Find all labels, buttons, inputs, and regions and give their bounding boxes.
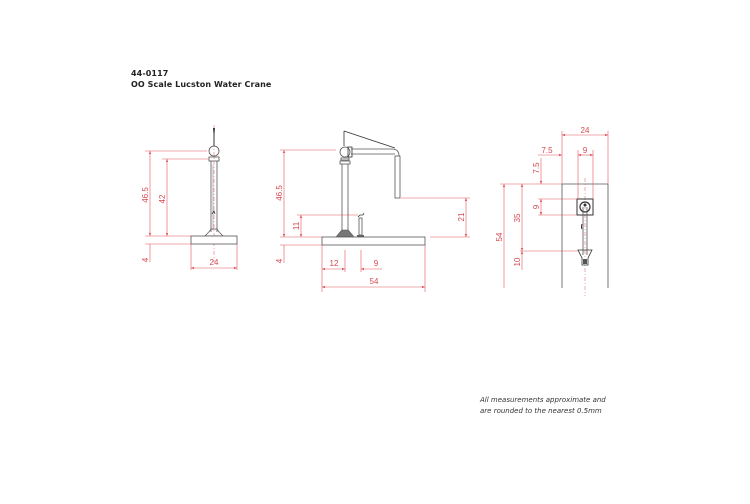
title-block: 44-0117 OO Scale Lucston Water Crane <box>131 68 271 90</box>
side-base-width-dim: 24 <box>210 258 219 267</box>
plan-top-offset-dim: 7.5 <box>532 162 541 174</box>
side-height-dim: 46.5 <box>141 187 150 203</box>
side-view: 46.5 42 4 24 <box>141 125 238 270</box>
plan-width-dim: 24 <box>581 126 590 135</box>
product-name: OO Scale Lucston Water Crane <box>131 80 272 89</box>
front-base-length-dim: 54 <box>370 277 379 286</box>
plan-pivot-depth-dim: 9 <box>532 204 541 209</box>
front-lever-height-dim: 11 <box>292 221 301 230</box>
plan-pivot-width-dim: 9 <box>583 146 588 155</box>
plan-end-depth-dim: 10 <box>513 257 522 266</box>
side-column-dim: 42 <box>158 194 167 203</box>
front-column-offset-dim: 12 <box>330 259 339 268</box>
plan-length-dim: 54 <box>495 232 504 241</box>
front-height-dim: 46.5 <box>275 185 284 201</box>
measurement-note: All measurements approximate and are rou… <box>480 395 606 417</box>
front-lever-offset-dim: 9 <box>374 259 379 268</box>
plan-left-offset-dim: 7.5 <box>541 146 553 155</box>
note-line-2: are rounded to the nearest 0.5mm <box>480 407 602 415</box>
plan-view: 24 7.5 9 7.5 54 35 9 10 <box>495 126 609 296</box>
part-number: 44-0117 <box>131 69 169 78</box>
side-base-thickness-dim: 4 <box>141 257 150 262</box>
front-view: 46.5 11 21 4 12 9 54 <box>275 130 470 292</box>
plan-lever-distance-dim: 35 <box>513 213 522 222</box>
front-base-thickness-dim: 4 <box>275 258 284 263</box>
front-spout-height-dim: 21 <box>457 212 466 221</box>
note-line-1: All measurements approximate and <box>480 396 606 404</box>
